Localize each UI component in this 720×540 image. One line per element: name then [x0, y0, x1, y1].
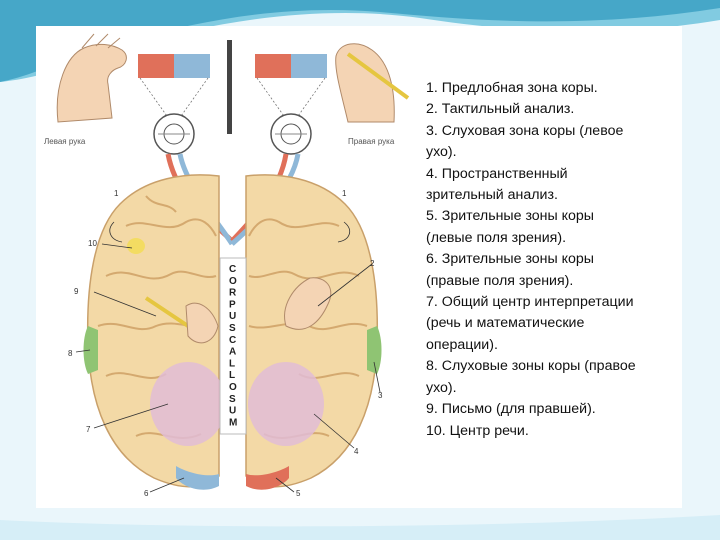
corpus-callosum-letter: L: [229, 358, 235, 369]
spatial-analysis-zone: [248, 362, 324, 446]
corpus-callosum-letter: S: [229, 394, 236, 405]
left-hand-image: [57, 34, 126, 122]
corpus-callosum-letter: U: [229, 406, 236, 417]
corpus-callosum-letter: C: [229, 264, 236, 275]
right-hand-label: Правая рука: [348, 137, 395, 146]
legend-line: (речь и математические: [426, 313, 676, 334]
corpus-callosum-letter: M: [229, 417, 237, 428]
callout-4: 4: [354, 447, 359, 456]
legend-line: операции).: [426, 335, 676, 356]
corpus-callosum-letter: O: [229, 276, 237, 287]
legend-line: (правые поля зрения).: [426, 271, 676, 292]
legend-line: 9. Письмо (для правшей).: [426, 399, 676, 420]
corpus-callosum-letter: S: [229, 323, 236, 334]
callout-3: 3: [378, 391, 383, 400]
corpus-callosum-letter: P: [229, 299, 236, 310]
right-eye: [271, 114, 311, 154]
legend-line: 7. Общий центр интерпретации: [426, 292, 676, 313]
left-hand-label: Левая рука: [44, 137, 86, 146]
legend-line: 2. Тактильный анализ.: [426, 99, 676, 120]
divider-bar: [227, 40, 232, 134]
legend-line: 5. Зрительные зоны коры: [426, 206, 676, 227]
callout-2: 2: [370, 259, 375, 268]
callout-1-left: 1: [114, 189, 119, 198]
right-visual-field-box: [255, 54, 327, 78]
legend-line: ухо).: [426, 378, 676, 399]
right-hemisphere: [246, 175, 382, 490]
auditory-zone-right: [367, 326, 382, 374]
legend-line: 8. Слуховые зоны коры (правое: [426, 356, 676, 377]
callout-5: 5: [296, 489, 301, 498]
corpus-callosum-letter: O: [229, 382, 237, 393]
legend-line: 4. Пространственный: [426, 164, 676, 185]
interpretation-zone: [150, 362, 226, 446]
callout-10: 10: [88, 239, 97, 248]
legend-line: 6. Зрительные зоны коры: [426, 249, 676, 270]
corpus-callosum-letter: A: [229, 347, 236, 358]
callout-6: 6: [144, 489, 149, 498]
auditory-zone-left: [84, 326, 99, 374]
legend-list: 1. Предлобная зона коры. 2. Тактильный а…: [426, 78, 676, 442]
legend-line: 1. Предлобная зона коры.: [426, 78, 676, 99]
right-hand-image: [336, 44, 408, 122]
slide-panel: Левая рука Правая рука: [36, 26, 682, 508]
legend-line: ухо).: [426, 142, 676, 163]
left-visual-field-box: [138, 54, 210, 78]
speech-center-zone: [127, 238, 145, 254]
callout-7: 7: [86, 425, 91, 434]
callout-1-right: 1: [342, 189, 347, 198]
corpus-callosum-letter: L: [229, 370, 235, 381]
legend-line: 3. Слуховая зона коры (левое: [426, 121, 676, 142]
callout-8: 8: [68, 349, 73, 358]
legend-line: зрительный анализ.: [426, 185, 676, 206]
corpus-callosum-letter: R: [229, 288, 237, 299]
callout-9: 9: [74, 287, 79, 296]
corpus-callosum-letter: U: [229, 311, 236, 322]
legend-line: 10. Центр речи.: [426, 421, 676, 442]
corpus-callosum-letter: C: [229, 335, 236, 346]
left-hemisphere: [84, 175, 227, 490]
left-eye: [154, 114, 194, 154]
legend-line: (левые поля зрения).: [426, 228, 676, 249]
brain-diagram: Левая рука Правая рука: [36, 26, 416, 508]
